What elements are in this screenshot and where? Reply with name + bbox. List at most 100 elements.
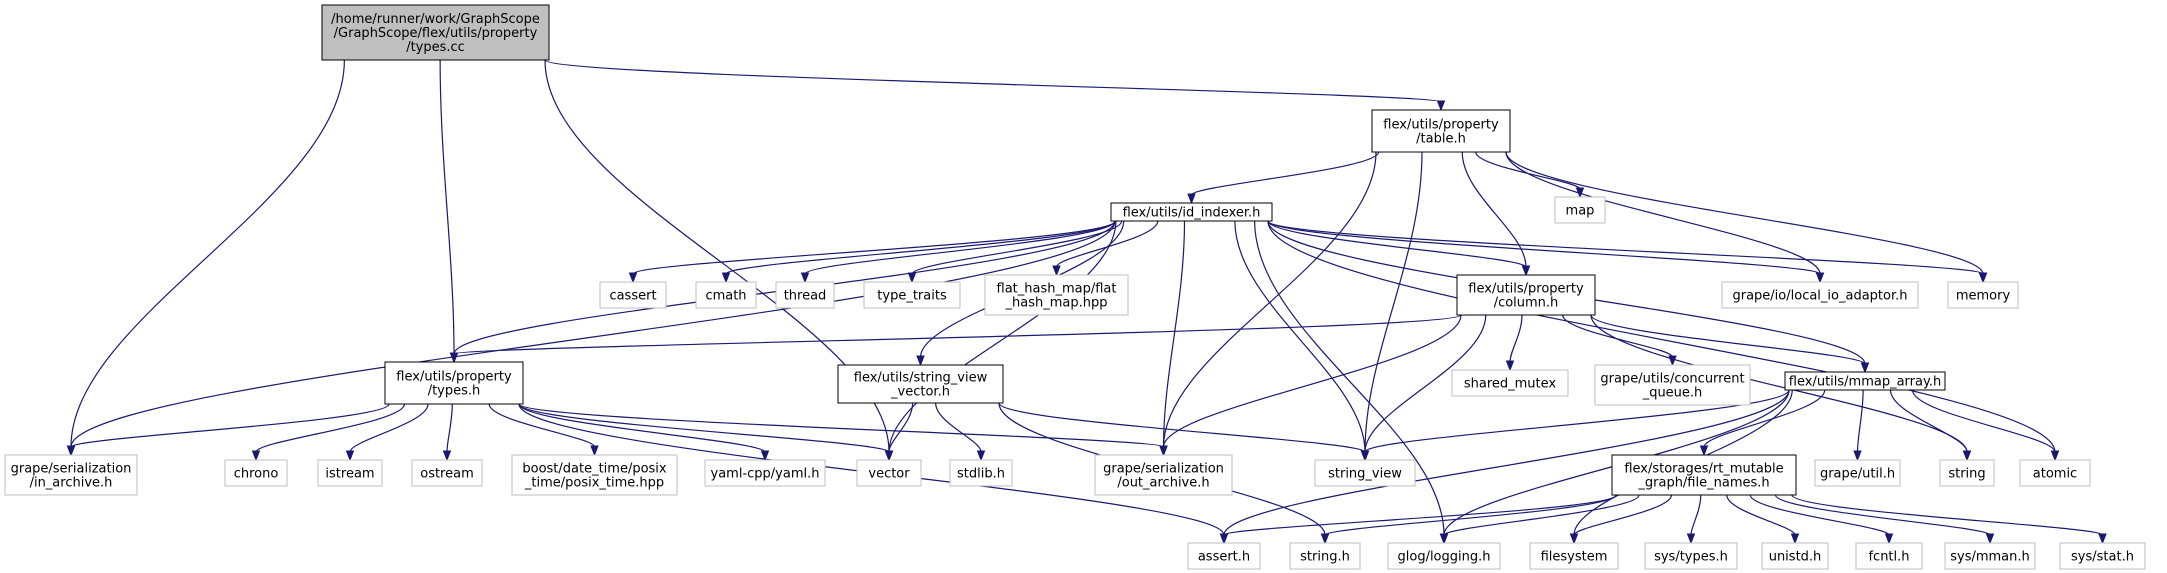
node-label-line: string_view <box>1328 467 1402 482</box>
node-root[interactable]: /home/runner/work/GraphScope/GraphScope/… <box>321 4 550 61</box>
node-istream: istream <box>317 459 383 487</box>
node-box <box>695 281 757 309</box>
node-label-line: cassert <box>609 289 656 304</box>
edge-line <box>446 403 453 453</box>
edge-line <box>1889 389 1968 453</box>
edge-line <box>1364 151 1423 453</box>
node-box <box>1594 364 1751 406</box>
edge-line <box>1443 494 1640 536</box>
node-box <box>4 454 138 496</box>
node-assert-h: assert.h <box>1187 542 1261 570</box>
node-id-indexer[interactable]: flex/utils/id_indexer.h <box>1110 202 1273 222</box>
edge-arrowhead <box>1962 450 1972 462</box>
node-label-line: flex/utils/string_view <box>854 371 988 386</box>
edge-line <box>1324 494 1617 536</box>
node-label-line: unistd.h <box>1769 550 1822 565</box>
edge-file-names-to-unistd <box>1726 494 1800 545</box>
node-box <box>1814 459 1901 487</box>
node-label-line: flex/utils/property <box>1383 118 1499 133</box>
node-sys-types: sys/types.h <box>1644 542 1738 570</box>
node-box <box>1644 542 1738 570</box>
node-string-view-vector[interactable]: flex/utils/string_view_vector.h <box>837 364 1004 404</box>
node-label-line: /types.h <box>428 384 481 399</box>
edge-line <box>1562 314 1674 358</box>
edge-column-h-to-types-h <box>449 314 1462 364</box>
node-label-line: /out_archive.h <box>1117 476 1209 491</box>
node-box <box>1554 196 1606 224</box>
edge-arrowhead <box>1699 445 1709 457</box>
edge-line <box>1461 151 1527 268</box>
node-file-names[interactable]: flex/storages/rt_mutable_graph/file_name… <box>1611 454 1797 496</box>
edge-id-indexer-to-vector <box>884 220 1117 462</box>
node-string: string <box>1939 459 1995 487</box>
node-column-h[interactable]: flex/utils/property/column.h <box>1456 274 1596 316</box>
edge-line <box>1726 494 1796 536</box>
node-thread: thread <box>775 281 835 309</box>
edge-mmap-array-to-file-names <box>1699 389 1826 457</box>
edge-types-h-to-yaml <box>518 403 770 462</box>
edge-line <box>888 402 914 453</box>
node-box <box>1289 542 1361 570</box>
edge-line <box>1690 494 1702 536</box>
edge-line <box>70 220 1116 448</box>
node-box <box>1110 202 1273 222</box>
node-filesystem: filesystem <box>1529 542 1619 570</box>
node-box <box>1784 371 1946 391</box>
node-box <box>599 281 667 309</box>
edge-line <box>1254 220 1445 536</box>
node-label-line: /home/runner/work/GraphScope <box>331 12 540 27</box>
node-types-h[interactable]: flex/utils/property/types.h <box>384 361 524 405</box>
node-sys-mman: sys/mman.h <box>1944 542 2036 570</box>
edge-id-indexer-to-atomic <box>1267 220 2060 462</box>
node-box <box>317 459 383 487</box>
node-memory: memory <box>1947 281 2019 309</box>
edge-arrowhead <box>907 272 917 284</box>
node-mmap-array[interactable]: flex/utils/mmap_array.h <box>1784 371 1946 391</box>
node-string-view: string_view <box>1314 459 1416 487</box>
node-label-line: chrono <box>234 467 279 482</box>
edge-arrowhead <box>1052 265 1061 277</box>
node-box <box>1314 459 1416 487</box>
edge-line <box>1234 220 1366 453</box>
edge-line <box>255 403 406 453</box>
edge-line <box>518 403 766 453</box>
edge-arrowhead <box>916 355 925 367</box>
edge-arrowhead <box>1569 533 1579 545</box>
node-box <box>384 361 524 405</box>
node-unistd: unistd.h <box>1761 542 1829 570</box>
edge-id-indexer-to-out-archive <box>1159 220 1186 457</box>
edge-arrowhead <box>1436 100 1446 112</box>
node-ostream: ostream <box>411 459 483 487</box>
node-label-line: sys/types.h <box>1654 550 1728 565</box>
edge-id-indexer-to-cassert <box>628 220 1116 284</box>
edge-mmap-array-to-string <box>1889 389 1972 462</box>
node-concurrent-queue: grape/utils/concurrent_queue.h <box>1594 364 1751 406</box>
edge-line <box>1364 314 1487 453</box>
edge-arrowhead <box>884 450 894 462</box>
edge-arrowhead <box>1884 533 1894 545</box>
edge-line <box>998 402 1366 453</box>
edge-root-to-in-archive <box>66 59 345 457</box>
edge-line <box>1364 389 1790 453</box>
node-table-h[interactable]: flex/utils/property/table.h <box>1371 109 1511 153</box>
edge-arrowhead <box>1320 533 1330 545</box>
edge-types-h-to-ostream <box>442 403 453 462</box>
edge-arrowhead <box>628 272 638 284</box>
node-label-line: shared_mutex <box>1464 377 1557 392</box>
edge-arrowhead <box>1790 533 1800 545</box>
node-label-line: /GraphScope/flex/utils/property <box>334 26 538 41</box>
node-label-line: grape/util.h <box>1820 467 1895 482</box>
node-box <box>856 459 922 487</box>
edge-line <box>1162 151 1377 448</box>
edge-arrowhead <box>1159 445 1168 457</box>
node-label-line: string.h <box>1300 550 1350 565</box>
edge-line <box>1475 151 1581 190</box>
node-label-line: /in_archive.h <box>30 476 113 491</box>
edge-line <box>1267 220 1527 268</box>
edge-line <box>1162 314 1462 448</box>
edge-arrowhead <box>1505 360 1515 372</box>
edge-mmap-array-to-grape-util <box>1853 389 1864 462</box>
edge-line <box>888 220 1117 453</box>
node-box <box>1371 109 1511 153</box>
